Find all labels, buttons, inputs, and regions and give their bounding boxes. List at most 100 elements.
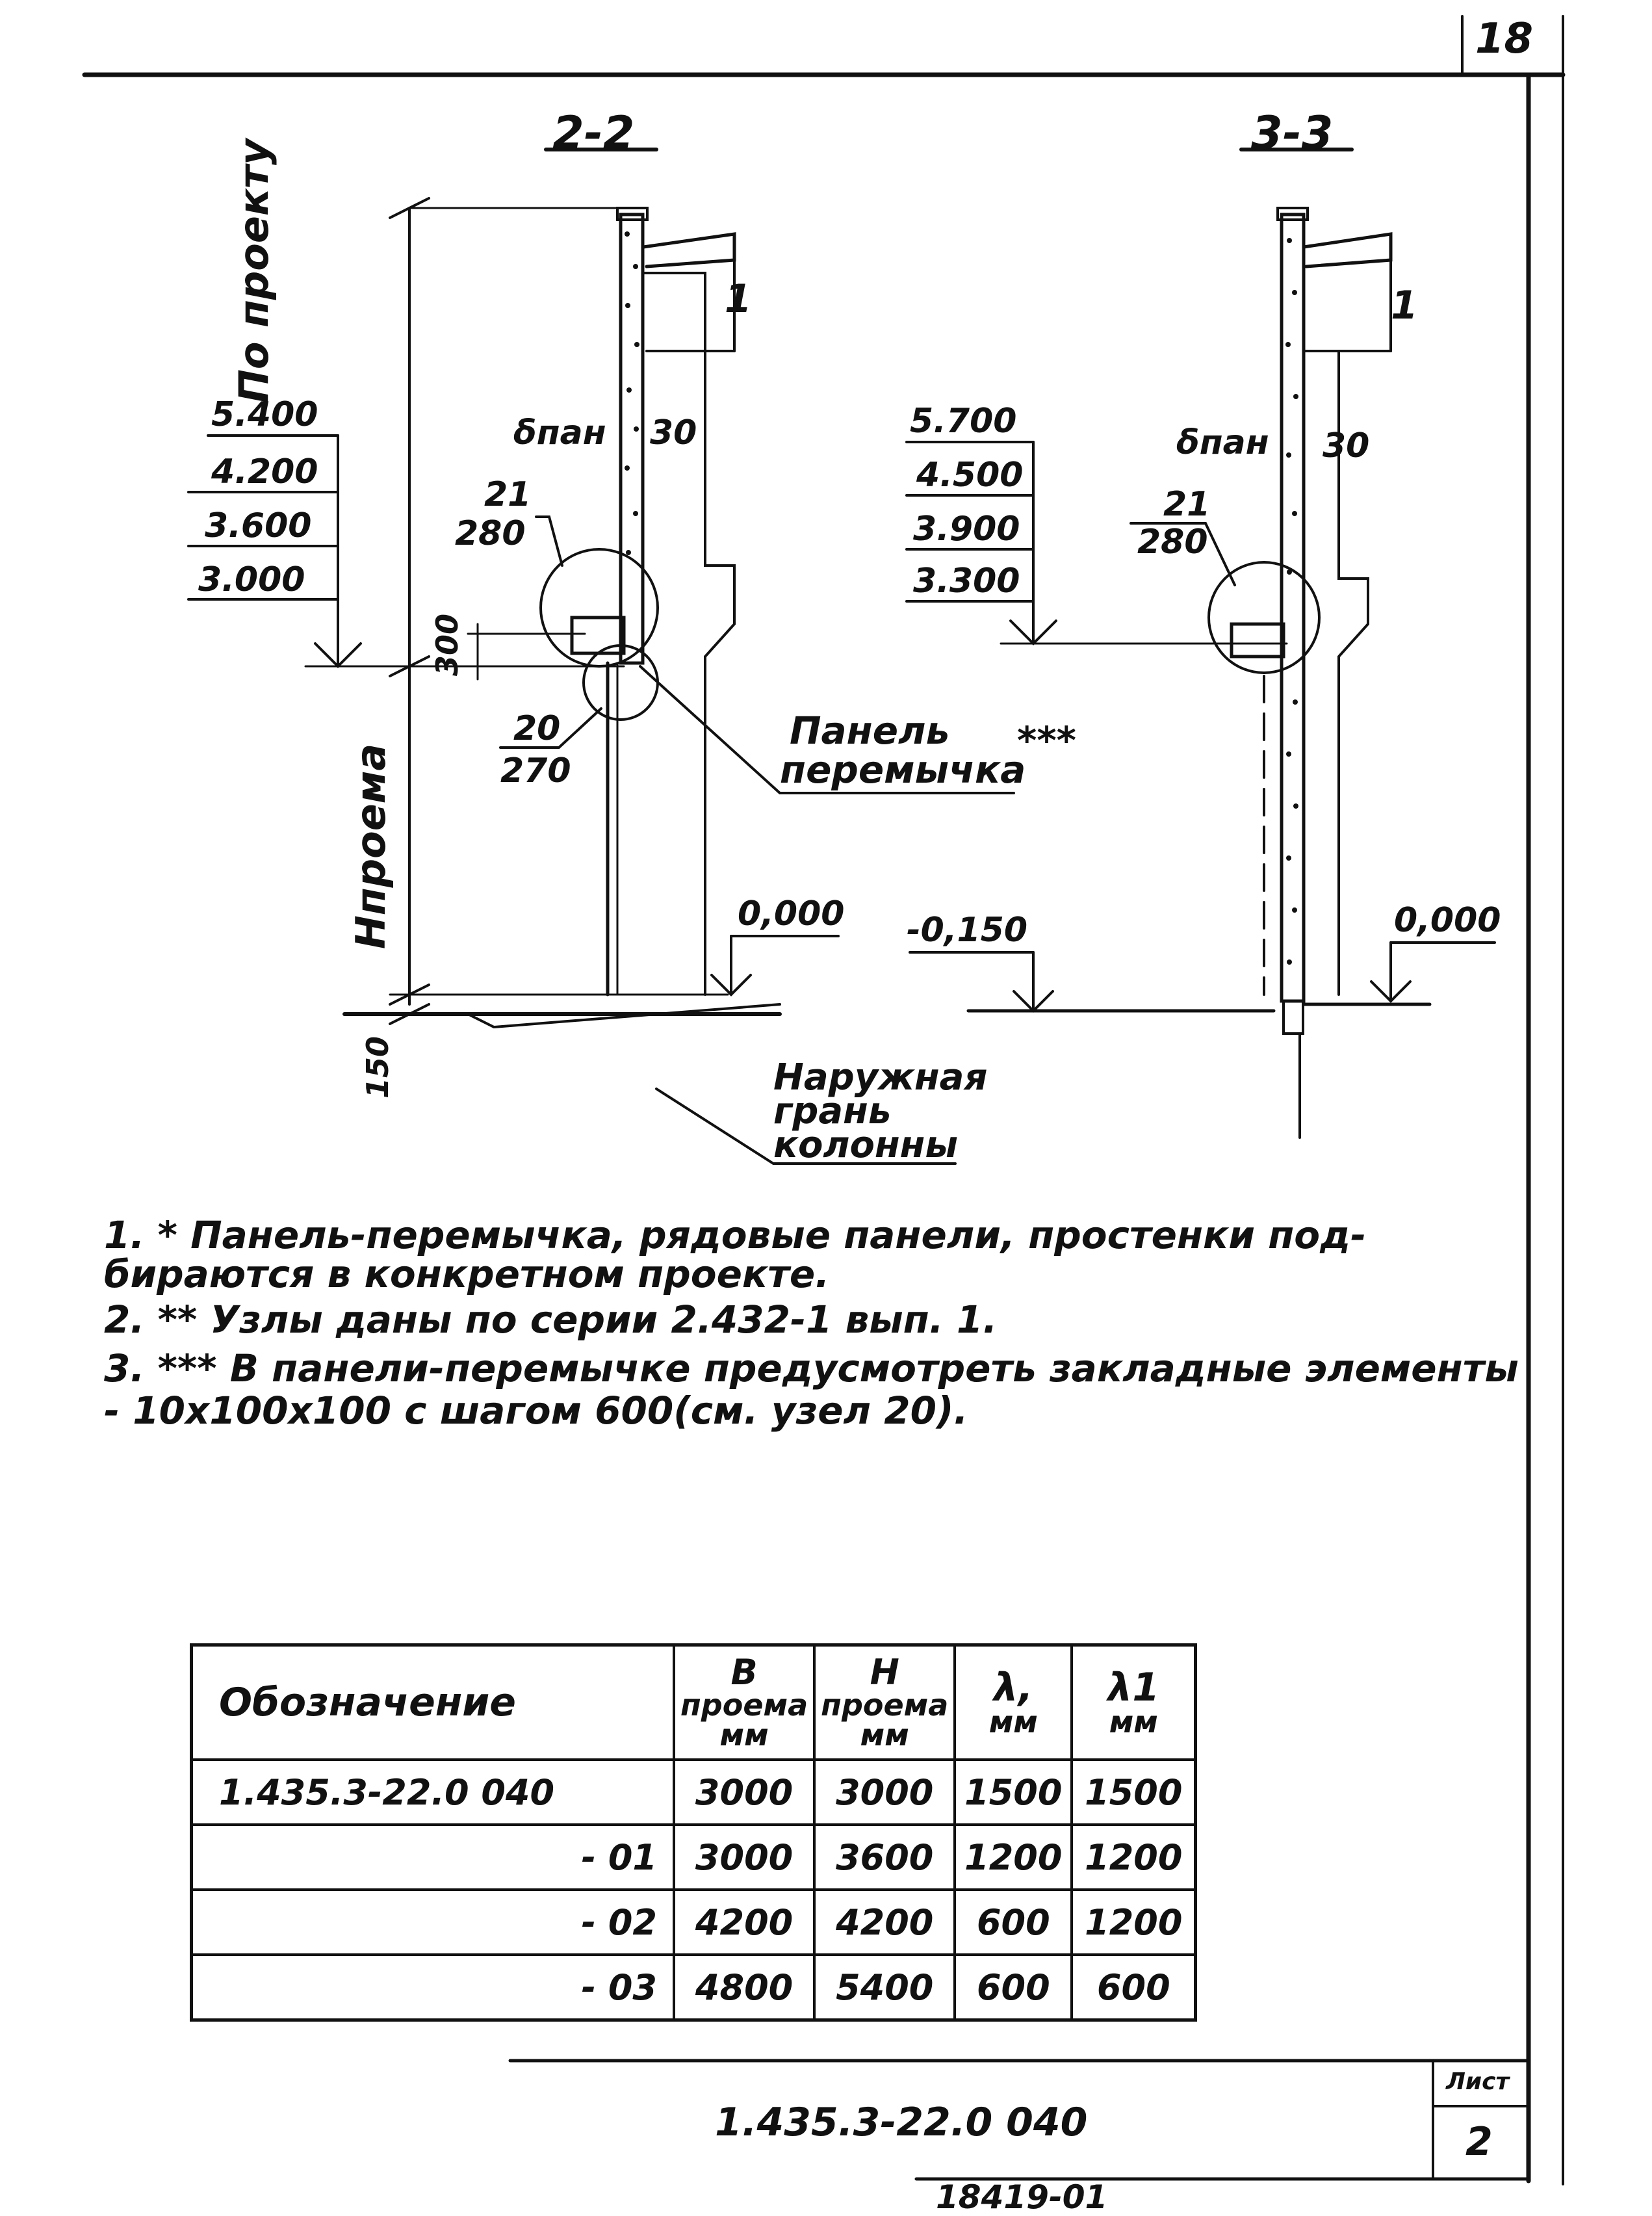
section-a-elev-4: 3.000	[198, 560, 305, 599]
section-b-roof-beam	[1302, 232, 1393, 268]
section-b-neg-arrow	[1013, 990, 1054, 1013]
col-l-header: λ, мм	[953, 1643, 1074, 1761]
row-designation: - 02	[190, 1888, 675, 1956]
section-a-panel-marks: ***	[1017, 718, 1076, 763]
section-a-leader-facade	[655, 1088, 957, 1165]
section-b-node-21-num: 21	[1163, 485, 1211, 524]
section-a-facade-line2: грань	[773, 1090, 892, 1132]
col-b-header-line1: B	[730, 1652, 758, 1693]
title-block-code: 1.435.3-22.0 040	[715, 2100, 1088, 2145]
section-a-zero-arrow	[710, 974, 752, 997]
row-l1: 600	[1070, 1953, 1197, 2022]
section-b-node-21-sheet: 280	[1137, 523, 1208, 562]
spec-table-header: Обозначение B проема мм H проема мм λ, м…	[190, 1643, 1197, 1761]
section-a-elev-1: 5.400	[211, 395, 318, 434]
col-b-header-line2: проема	[680, 1688, 808, 1723]
col-h-header-line1: H	[870, 1652, 899, 1693]
section-a-node-21-num: 21	[484, 475, 532, 514]
section-b-dim-30: 30	[1323, 426, 1370, 465]
note-3-line1: 3. *** В панели-перемычке предусмотреть …	[104, 1346, 1519, 1390]
row-b: 3000	[672, 1823, 816, 1891]
section-a-roof-beam	[641, 232, 736, 268]
table-row: 1.435.3-22.0 040 3000 3000 1500 1500	[190, 1758, 1197, 1826]
title-block-sheet-label: Лист	[1446, 2068, 1510, 2095]
section-b-title: 3-3	[1251, 107, 1334, 160]
section-a-title: 2-2	[552, 107, 635, 160]
section-a-ground-slope	[467, 1003, 781, 1029]
row-h: 3000	[813, 1758, 957, 1826]
section-a-dim-top-label: По проекту	[230, 138, 277, 403]
note-3-line2: - 10x100x100 с шагом 600(см. узел 20).	[104, 1388, 968, 1433]
note-1-line1: 1. * Панель-перемычка, рядовые панели, п…	[104, 1213, 1367, 1257]
section-b-base-block	[1282, 1000, 1304, 1035]
col-h-header-line3: мм	[860, 1717, 909, 1753]
section-a-dim-300-label: 300	[430, 613, 465, 676]
col-h-header: H проема мм	[813, 1643, 957, 1761]
note-2-line1: 2. ** Узлы даны по серии 2.432-1 вып. 1.	[104, 1297, 998, 1342]
row-l1: 1200	[1070, 1823, 1197, 1891]
col-l1-header-line1: λ1	[1107, 1665, 1160, 1710]
col-h-header-line2: проема	[821, 1688, 949, 1723]
section-a-elev-2: 4.200	[211, 452, 318, 491]
section-a-delta-label: δпан	[513, 413, 606, 452]
section-a-dim-bottom-label: Hпроема	[347, 743, 394, 949]
col-l1-header: λ1 мм	[1070, 1643, 1197, 1761]
row-l: 1500	[953, 1758, 1074, 1826]
row-designation: - 01	[190, 1823, 675, 1891]
section-b-label-1: 1	[1391, 283, 1418, 328]
section-a-node-21-circle	[539, 548, 659, 668]
section-a-leader-21	[535, 515, 563, 567]
section-a-panel-cap	[616, 207, 649, 221]
section-a-facade-line1: Наружная	[773, 1056, 988, 1099]
section-a-dim-30: 30	[650, 413, 697, 452]
table-row: - 02 4200 4200 600 1200	[190, 1888, 1197, 1956]
row-b: 4800	[672, 1953, 816, 2022]
section-b-bracket	[1230, 622, 1285, 658]
section-a-facade-line3: колонны	[773, 1124, 958, 1166]
row-l: 600	[953, 1953, 1074, 2022]
section-b-leader-21	[1129, 522, 1236, 586]
row-l: 1200	[953, 1823, 1074, 1891]
section-a-panel-line2: перемычка	[780, 748, 1026, 792]
row-designation: - 03	[190, 1953, 675, 2022]
section-b-level-zero: 0,000	[1394, 901, 1501, 940]
section-b-delta-label: δпан	[1176, 423, 1269, 462]
section-a-column	[642, 272, 736, 996]
row-l1: 1200	[1070, 1888, 1197, 1956]
section-a-leader-20	[499, 707, 602, 749]
note-1-line2: бираются в конкретном проекте.	[104, 1252, 830, 1296]
row-h: 3600	[813, 1823, 957, 1891]
row-b: 4200	[672, 1888, 816, 1956]
section-b-elev-4: 3.300	[913, 562, 1020, 601]
section-b-wall-panel	[1280, 213, 1306, 1003]
section-a-node-20-sheet: 270	[500, 751, 571, 790]
section-a-label-1: 1	[725, 276, 752, 322]
col-designation-header: Обозначение	[190, 1643, 675, 1761]
section-b-elev-3: 3.900	[913, 510, 1020, 549]
col-l1-header-line2: мм	[1109, 1704, 1158, 1740]
col-l-header-line1: λ,	[993, 1665, 1033, 1710]
table-row: - 03 4800 5400 600 600	[190, 1953, 1197, 2022]
section-a-leader-panel	[639, 665, 1015, 794]
section-a-node-21-sheet: 280	[455, 514, 526, 553]
section-a-elev-3: 3.600	[205, 506, 312, 545]
title-block-sheet-value: 2	[1465, 2119, 1493, 2165]
col-b-header-line3: мм	[719, 1717, 769, 1753]
section-a-node-20-num: 20	[513, 709, 561, 748]
section-a-elev-arrow	[314, 642, 362, 668]
row-l: 600	[953, 1888, 1074, 1956]
section-a-bracket	[570, 616, 626, 655]
row-h: 4200	[813, 1888, 957, 1956]
section-b-zero-arrow	[1370, 980, 1412, 1003]
section-b-panel-cap	[1276, 207, 1309, 221]
section-b-elev-2: 4.500	[916, 456, 1024, 495]
section-a-dim-150-label: 150	[360, 1036, 395, 1099]
section-b-level-neg: -0,150	[907, 911, 1028, 950]
section-b-node-21-circle	[1207, 561, 1321, 674]
row-h: 5400	[813, 1953, 957, 2022]
row-designation: 1.435.3-22.0 040	[190, 1758, 675, 1826]
section-b-elev-1: 5.700	[910, 402, 1017, 441]
inventory-number: 18419-01	[936, 2178, 1108, 2216]
panel-hatching	[625, 231, 1298, 965]
col-b-header: B проема мм	[672, 1643, 816, 1761]
